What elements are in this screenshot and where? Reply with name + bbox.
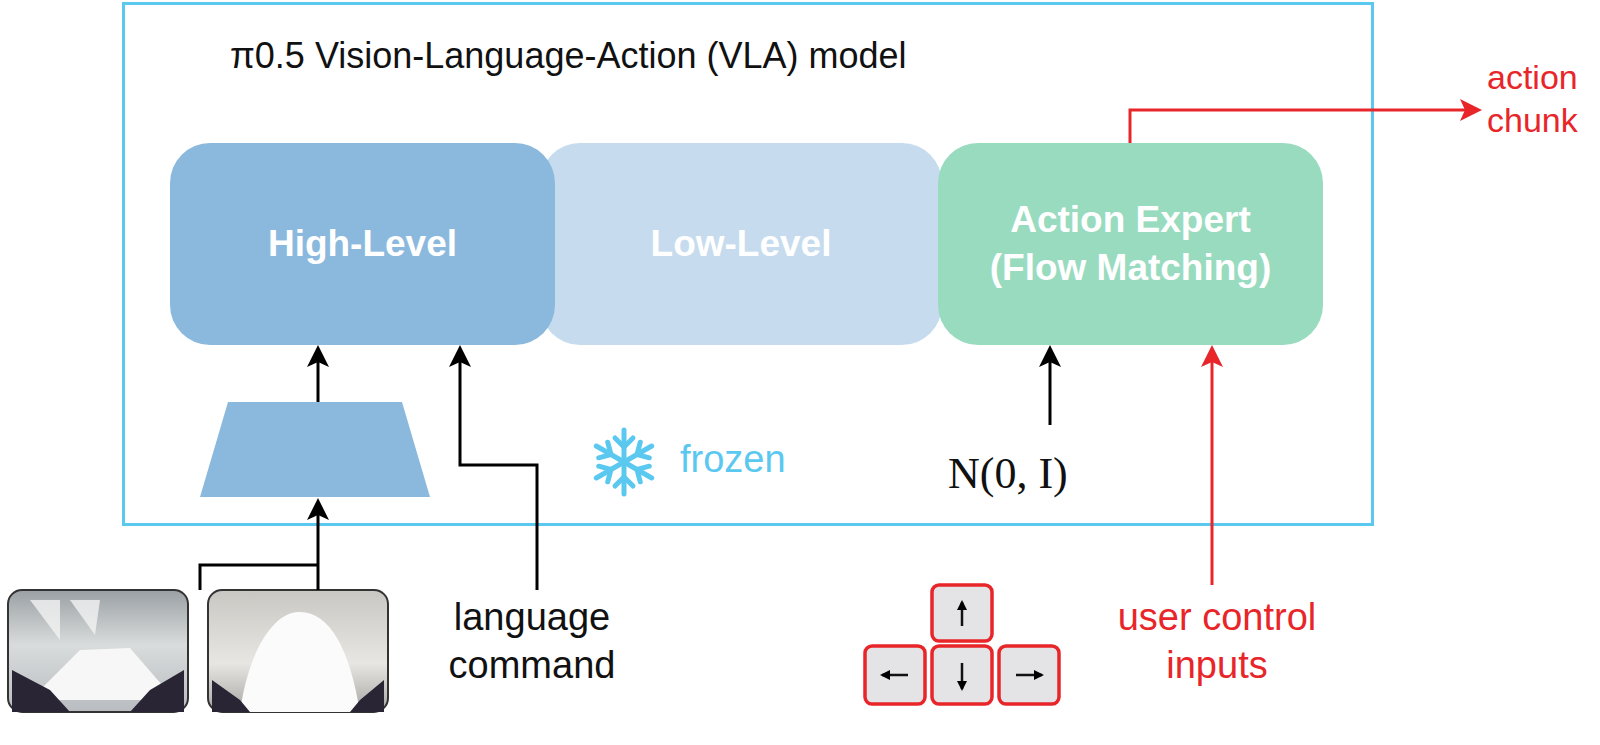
frozen-label: frozen — [680, 436, 840, 484]
module-label: Action Expert (Flow Matching) — [968, 196, 1293, 292]
module-label: Low-Level — [651, 220, 832, 268]
snowflake-icon — [592, 430, 656, 494]
module-label: High-Level — [268, 220, 457, 268]
vision-encoder — [200, 402, 430, 497]
model-title: π0.5 Vision-Language-Action (VLA) model — [230, 33, 907, 80]
noise-distribution: N(0, I) — [948, 446, 1168, 501]
input-label: user control inputs — [1072, 594, 1362, 689]
module-box: Low-Level — [540, 143, 942, 345]
control-arrow — [1130, 110, 1478, 585]
key-arrow-symbol — [882, 602, 1042, 689]
input-label: language command — [412, 594, 652, 689]
camera-image — [208, 590, 388, 712]
camera-image — [8, 590, 188, 712]
input-arrow — [200, 349, 1050, 590]
output-label: action chunk — [1487, 56, 1599, 141]
module-box: Action Expert (Flow Matching) — [938, 143, 1323, 345]
module-box: High-Level — [170, 143, 555, 345]
arrow-key — [865, 585, 1059, 704]
